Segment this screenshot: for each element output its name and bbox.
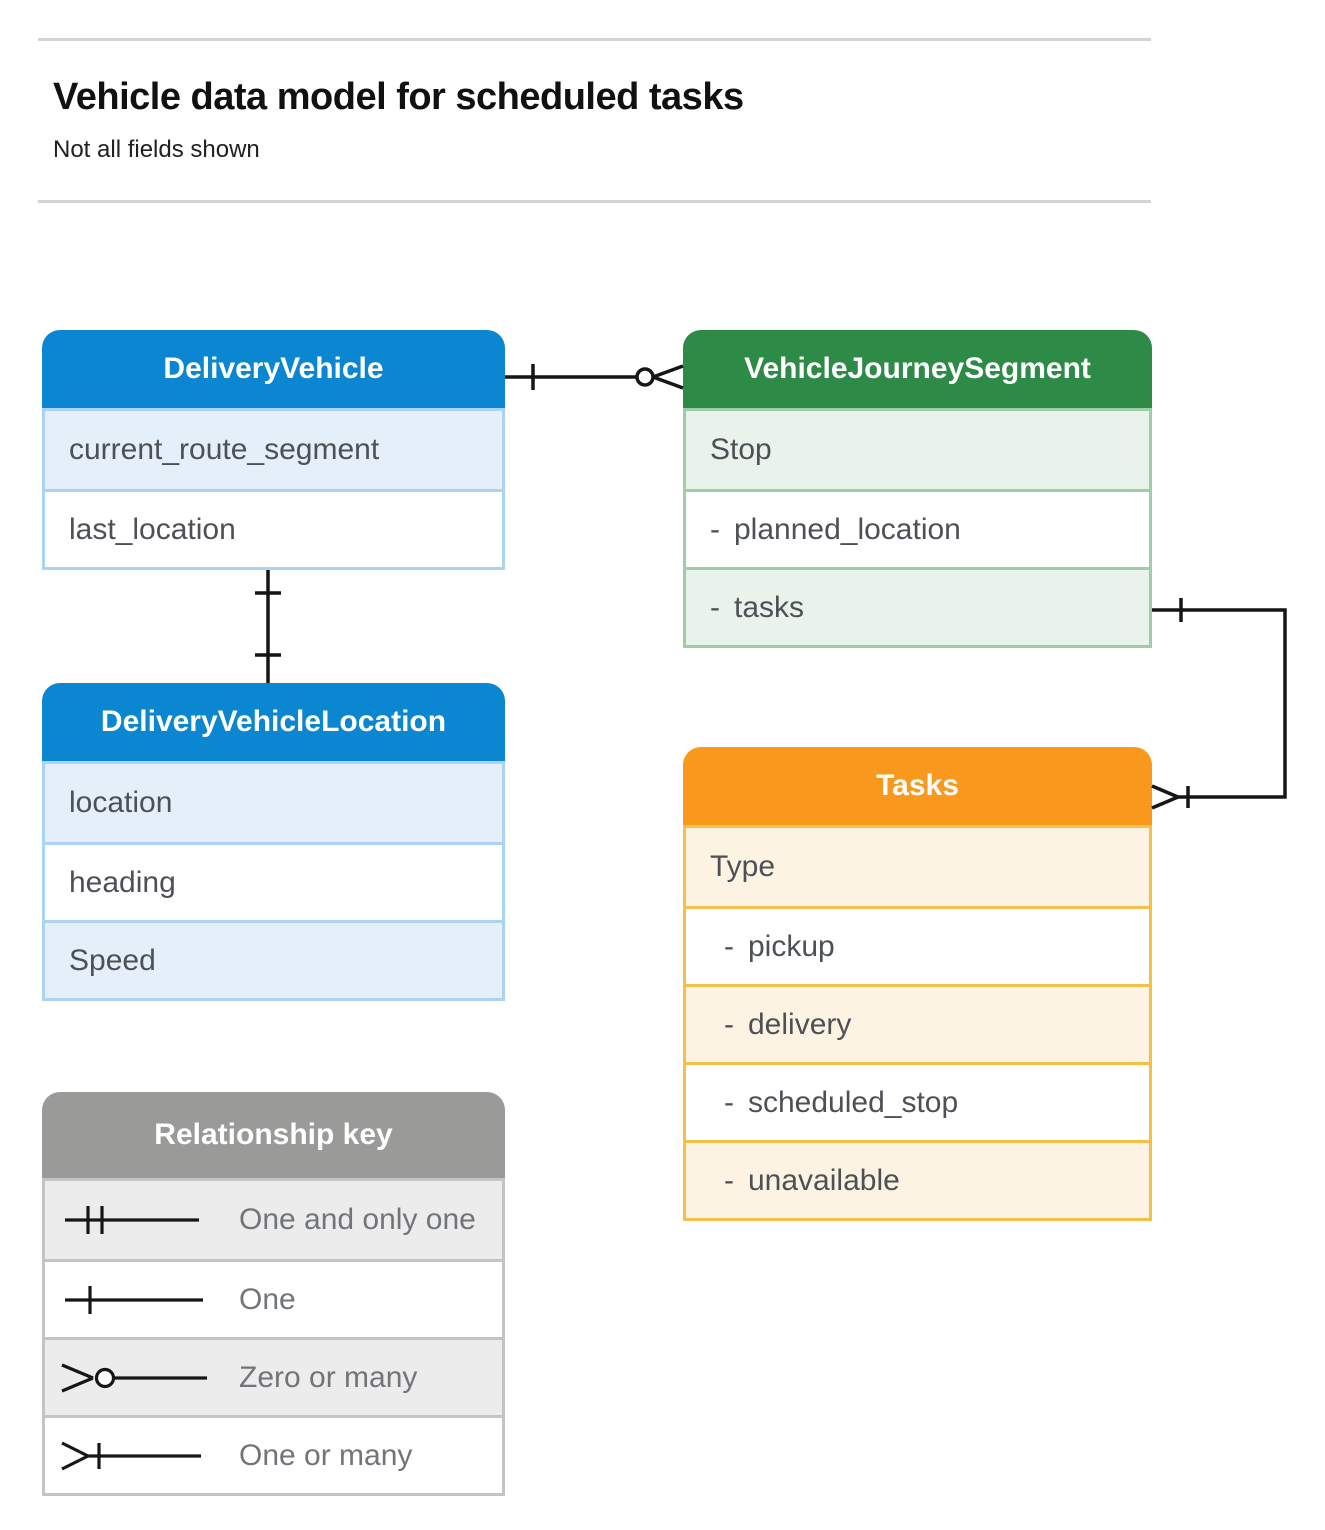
entity-delivery-vehicle-title: DeliveryVehicle [42, 330, 505, 408]
relationship-key-title: Relationship key [42, 1092, 505, 1178]
connector-vehiclejourneysegment-to-tasks [1151, 598, 1287, 810]
field-label: pickup [748, 929, 835, 963]
field-row: - scheduled_stop [686, 1062, 1149, 1140]
field-dash: - [724, 1007, 734, 1041]
entity-delivery-vehicle-location-title: DeliveryVehicleLocation [42, 683, 505, 761]
field-label: Type [710, 850, 776, 883]
field-label: Speed [69, 943, 156, 977]
one-icon [65, 1285, 203, 1314]
legend-label: One and only one [239, 1203, 476, 1236]
entity-delivery-vehicle: DeliveryVehicle current_route_segment la… [42, 330, 505, 570]
legend-label: One or many [239, 1438, 413, 1472]
field-row: heading [45, 842, 502, 920]
field-row: - tasks [686, 567, 1149, 645]
field-label: unavailable [748, 1163, 900, 1197]
connector-deliveryvehicle-to-vehiclejourneysegment [505, 364, 684, 390]
zero-or-many-icon [61, 1363, 207, 1392]
field-row: Stop [686, 411, 1149, 489]
field-label: last_location [69, 512, 236, 546]
legend-label: Zero or many [239, 1360, 418, 1394]
field-dash: - [724, 1085, 734, 1119]
entity-tasks-title: Tasks [683, 747, 1152, 825]
entity-delivery-vehicle-fields: current_route_segment last_location [42, 408, 505, 570]
field-row: Speed [45, 920, 502, 998]
legend-row: One [45, 1259, 502, 1337]
header-divider [38, 200, 1151, 203]
relationship-key: Relationship key One and only one One Ze… [42, 1092, 505, 1496]
one-or-many-icon [61, 1441, 201, 1470]
field-row: - delivery [686, 984, 1149, 1062]
entity-vehicle-journey-segment: VehicleJourneySegment Stop - planned_loc… [683, 330, 1152, 648]
entity-delivery-vehicle-location-fields: location heading Speed [42, 761, 505, 1001]
relationship-key-rows: One and only one One Zero or many One or… [42, 1178, 505, 1496]
entity-tasks-fields: Type - pickup - delivery - scheduled_sto… [683, 825, 1152, 1221]
top-divider [38, 38, 1151, 41]
field-row: last_location [45, 489, 502, 567]
legend-row: One and only one [45, 1181, 502, 1259]
field-row: current_route_segment [45, 411, 502, 489]
legend-row: One or many [45, 1415, 502, 1493]
field-dash: - [710, 512, 720, 546]
legend-label: One [239, 1282, 296, 1316]
field-dash: - [724, 1163, 734, 1197]
field-row: Type [686, 828, 1149, 906]
field-label: scheduled_stop [748, 1085, 959, 1119]
field-label: delivery [748, 1007, 852, 1041]
field-dash: - [724, 929, 734, 963]
field-label: current_route_segment [69, 433, 380, 466]
field-label: planned_location [734, 512, 961, 546]
field-row: - pickup [686, 906, 1149, 984]
field-row: - unavailable [686, 1140, 1149, 1218]
page-subtitle: Not all fields shown [53, 136, 260, 163]
entity-tasks: Tasks Type - pickup - delivery - schedul… [683, 747, 1152, 1221]
page-title: Vehicle data model for scheduled tasks [53, 76, 744, 118]
one-and-only-one-icon [65, 1206, 199, 1234]
field-label: heading [69, 865, 176, 899]
legend-row: Zero or many [45, 1337, 502, 1415]
field-dash: - [710, 590, 720, 624]
field-label: tasks [734, 590, 805, 624]
connector-deliveryvehicle-to-deliveryvehiclelocation [255, 570, 281, 683]
field-label: Stop [710, 433, 772, 466]
field-row: - planned_location [686, 489, 1149, 567]
entity-delivery-vehicle-location: DeliveryVehicleLocation location heading… [42, 683, 505, 1001]
field-row: location [45, 764, 502, 842]
entity-vehicle-journey-segment-title: VehicleJourneySegment [683, 330, 1152, 408]
entity-vehicle-journey-segment-fields: Stop - planned_location - tasks [683, 408, 1152, 648]
field-label: location [69, 786, 173, 819]
